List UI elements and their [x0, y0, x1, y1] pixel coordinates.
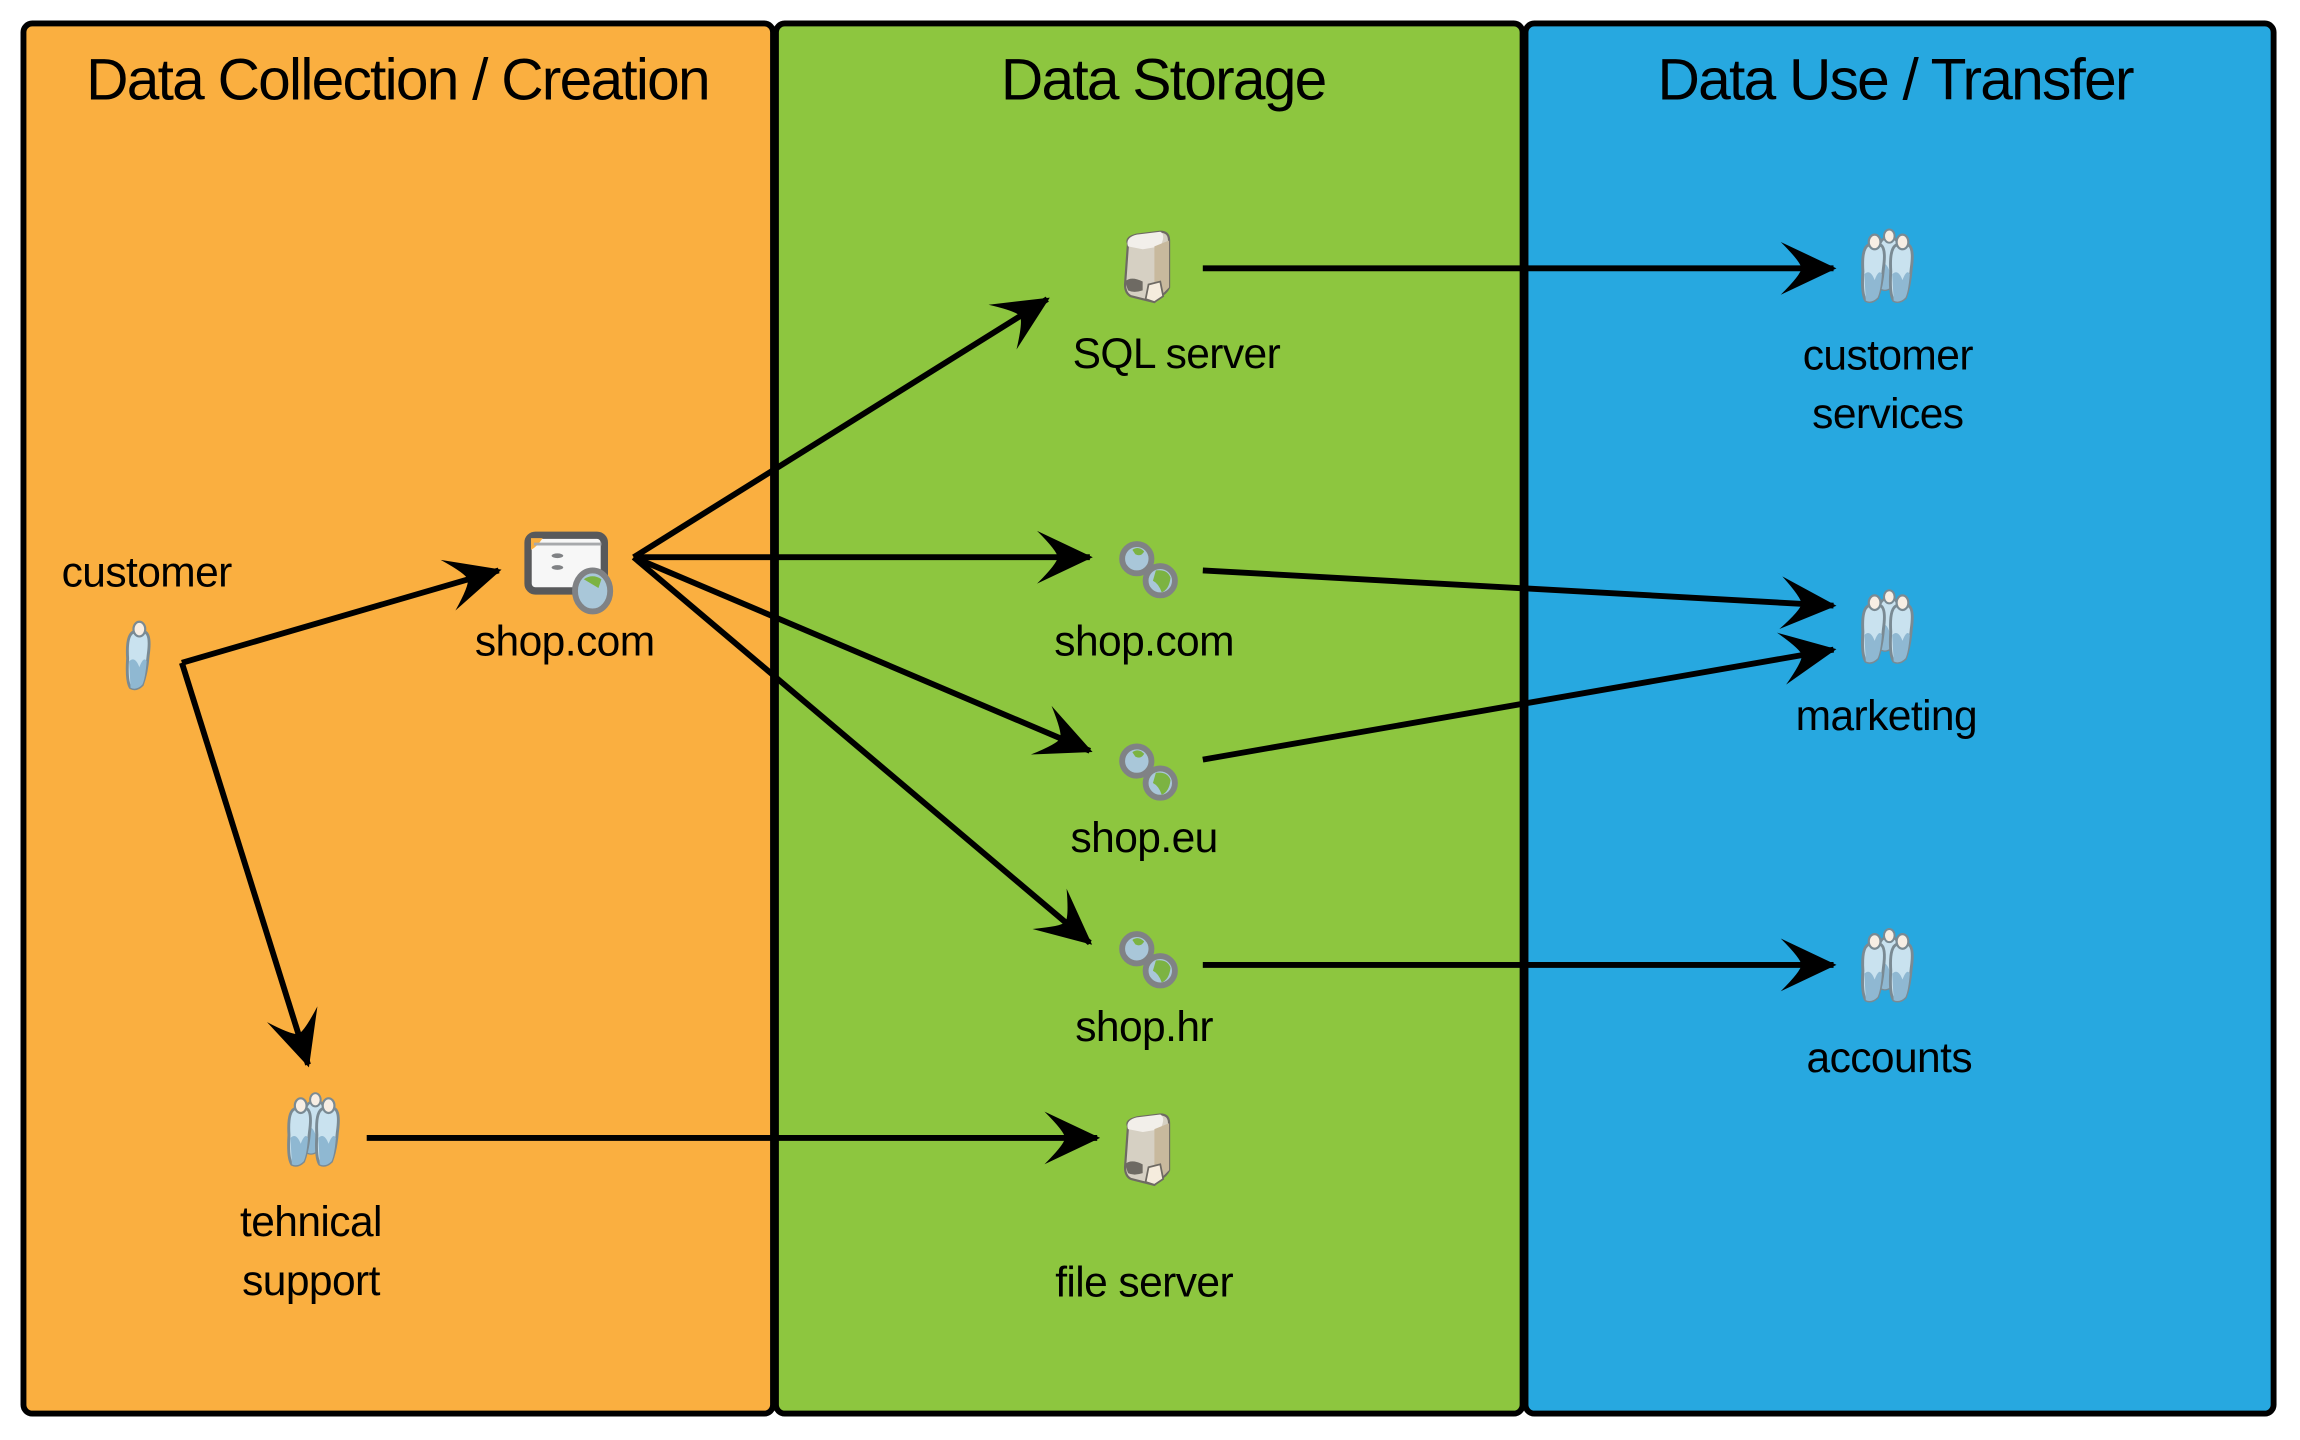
- server-icon: [1123, 230, 1171, 304]
- panel-title-storage: Data Storage: [1001, 48, 1326, 113]
- node-label: accounts: [1807, 1034, 1973, 1082]
- node-label: SQL server: [1073, 330, 1281, 378]
- flow-arrows: [179, 241, 1837, 1165]
- arrow-shop-web-to-sql-server: [632, 296, 1050, 560]
- arrow-shop-web-to-shop-hr: [631, 554, 1093, 946]
- node-label: customer: [62, 549, 233, 597]
- arrow-shop-com-to-marketing: [1202, 567, 1837, 630]
- panel-data-collection: Data Collection / Creation: [20, 20, 776, 1417]
- node-sql-server[interactable]: SQL server: [1073, 230, 1281, 378]
- node-label: marketing: [1796, 692, 1977, 740]
- panel-data-use: Data Use / Transfer: [1522, 20, 2277, 1417]
- arrow-shop-web-to-shop-eu: [632, 554, 1093, 755]
- node-label-line2: support: [242, 1257, 380, 1305]
- node-accounts[interactable]: accounts: [1807, 929, 1973, 1082]
- node-label-line1: tehnical: [240, 1198, 382, 1246]
- node-label: shop.hr: [1075, 1003, 1213, 1051]
- node-customer-services[interactable]: customer services: [1803, 229, 1974, 438]
- arrow-customer-to-shop-web: [181, 559, 502, 666]
- arrow-shop-eu-to-marketing: [1202, 632, 1837, 763]
- node-label-line1: customer: [1803, 332, 1974, 380]
- node-shop-eu-db[interactable]: shop.eu: [1071, 746, 1218, 862]
- node-label: shop.com: [1054, 617, 1234, 665]
- server-icon: [1123, 1113, 1171, 1186]
- node-tech-support[interactable]: tehnical support: [240, 1093, 382, 1305]
- node-file-server[interactable]: file server: [1055, 1113, 1234, 1306]
- panel-title-collection: Data Collection / Creation: [86, 48, 709, 113]
- node-label-line2: services: [1812, 390, 1963, 438]
- panel-background-use: [1522, 20, 2277, 1417]
- node-label: shop.eu: [1071, 814, 1218, 862]
- node-marketing[interactable]: marketing: [1796, 590, 1978, 740]
- node-customer[interactable]: customer: [62, 549, 233, 691]
- node-shop-com-db[interactable]: shop.com: [1054, 544, 1235, 665]
- panel-title-use: Data Use / Transfer: [1658, 48, 2134, 113]
- node-shop-hr-db[interactable]: shop.hr: [1075, 934, 1214, 1051]
- node-label: shop.com: [475, 617, 655, 665]
- panel-background-collection: [20, 20, 776, 1417]
- arrow-customer-to-tech-support: [179, 661, 318, 1068]
- node-label: file server: [1055, 1258, 1233, 1306]
- node-shop-web[interactable]: shop.com: [475, 535, 655, 665]
